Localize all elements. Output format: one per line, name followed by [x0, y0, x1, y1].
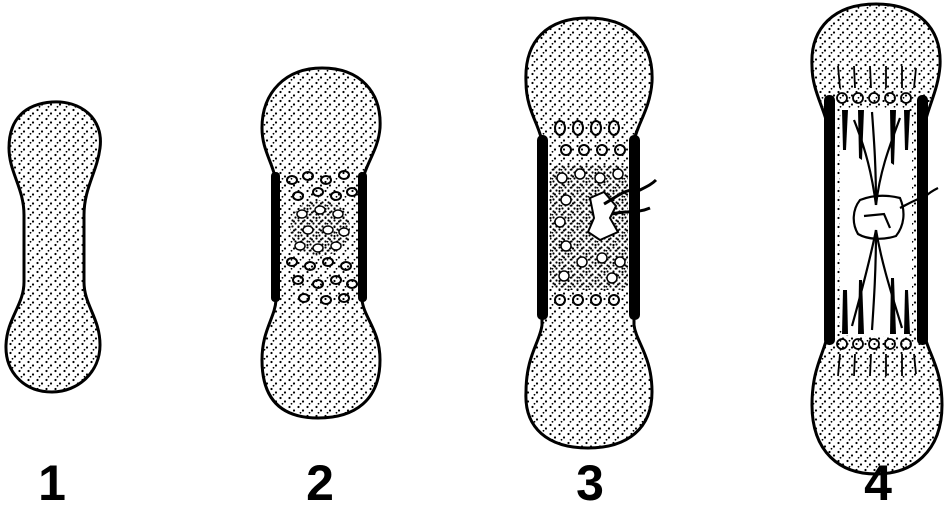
- stage-4-marrow-cavity-and-growth-plates: [812, 4, 942, 474]
- stage-1-cartilage-model: [6, 102, 100, 392]
- stage-label-4: 4: [864, 455, 892, 511]
- bone-collar: [271, 172, 280, 302]
- compact-bone-shaft: [917, 95, 928, 345]
- compact-bone-shaft: [824, 95, 835, 345]
- stage-label-1: 1: [38, 455, 66, 511]
- stage-label-3: 3: [576, 455, 604, 511]
- bone-collar: [358, 172, 367, 302]
- bone-collar: [537, 135, 548, 320]
- marrow-cavity: [840, 108, 912, 336]
- stage-2-primary-ossification-center: [262, 68, 380, 418]
- bone-collar: [629, 135, 640, 320]
- stage-3-vascular-invasion: [526, 18, 656, 448]
- stage-label-2: 2: [306, 455, 334, 511]
